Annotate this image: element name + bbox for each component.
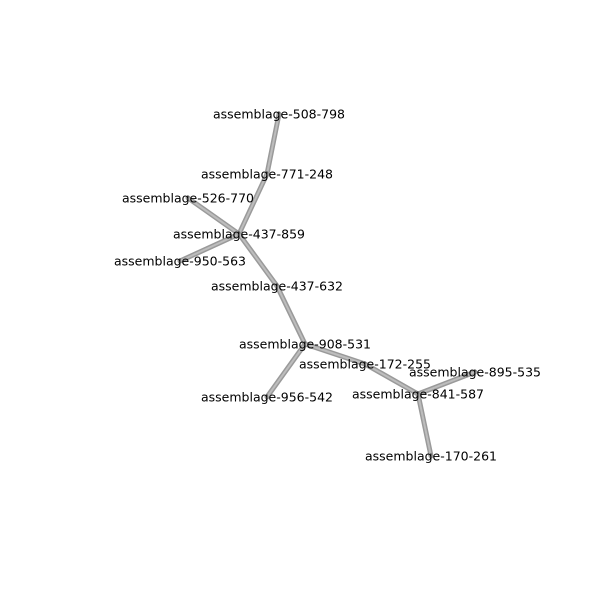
node-label-n950563: assemblage-950-563 <box>114 254 246 269</box>
node-label-n956542: assemblage-956-542 <box>201 390 333 405</box>
edge-n841587-n895535 <box>415 369 478 397</box>
edge-line <box>276 285 306 345</box>
edge-line <box>179 233 240 262</box>
edge-line <box>364 363 419 395</box>
edge-line <box>417 371 476 395</box>
edge-n508798-n771248 <box>264 111 282 177</box>
node-label-n771248: assemblage-771-248 <box>201 167 333 182</box>
edge-line <box>187 197 240 235</box>
node-label-n841587: assemblage-841-587 <box>352 387 484 402</box>
node-label-n437859: assemblage-437-859 <box>173 227 305 242</box>
edge-line <box>238 233 278 287</box>
edges-layer <box>177 111 478 459</box>
edge-n841587-n170261 <box>415 391 434 459</box>
edge-line <box>304 343 366 365</box>
node-label-n437632: assemblage-437-632 <box>211 279 343 294</box>
labels-layer: assemblage-508-798 assemblage-771-248 asse… <box>114 107 541 464</box>
node-label-n526770: assemblage-526-770 <box>122 191 254 206</box>
edge-n950563-n437859 <box>177 231 242 264</box>
edge-n526770-n437859 <box>185 195 242 237</box>
edge-n771248-n437859 <box>236 171 270 237</box>
edge-line <box>266 113 280 175</box>
edge-n908531-n956542 <box>264 341 308 400</box>
edge-n908531-n172255 <box>302 341 368 367</box>
node-label-n908531: assemblage-908-531 <box>239 337 371 352</box>
node-label-n508798: assemblage-508-798 <box>213 107 345 122</box>
edge-n437859-n437632 <box>236 231 280 289</box>
node-label-n172255: assemblage-172-255 <box>299 357 431 372</box>
edge-line <box>238 173 268 235</box>
edge-n437632-n908531 <box>274 283 308 347</box>
edge-line <box>266 343 306 398</box>
edge-n172255-n841587 <box>362 361 421 397</box>
node-label-n170261: assemblage-170-261 <box>365 449 497 464</box>
edge-line <box>417 393 432 457</box>
node-label-n895535: assemblage-895-535 <box>409 365 541 380</box>
